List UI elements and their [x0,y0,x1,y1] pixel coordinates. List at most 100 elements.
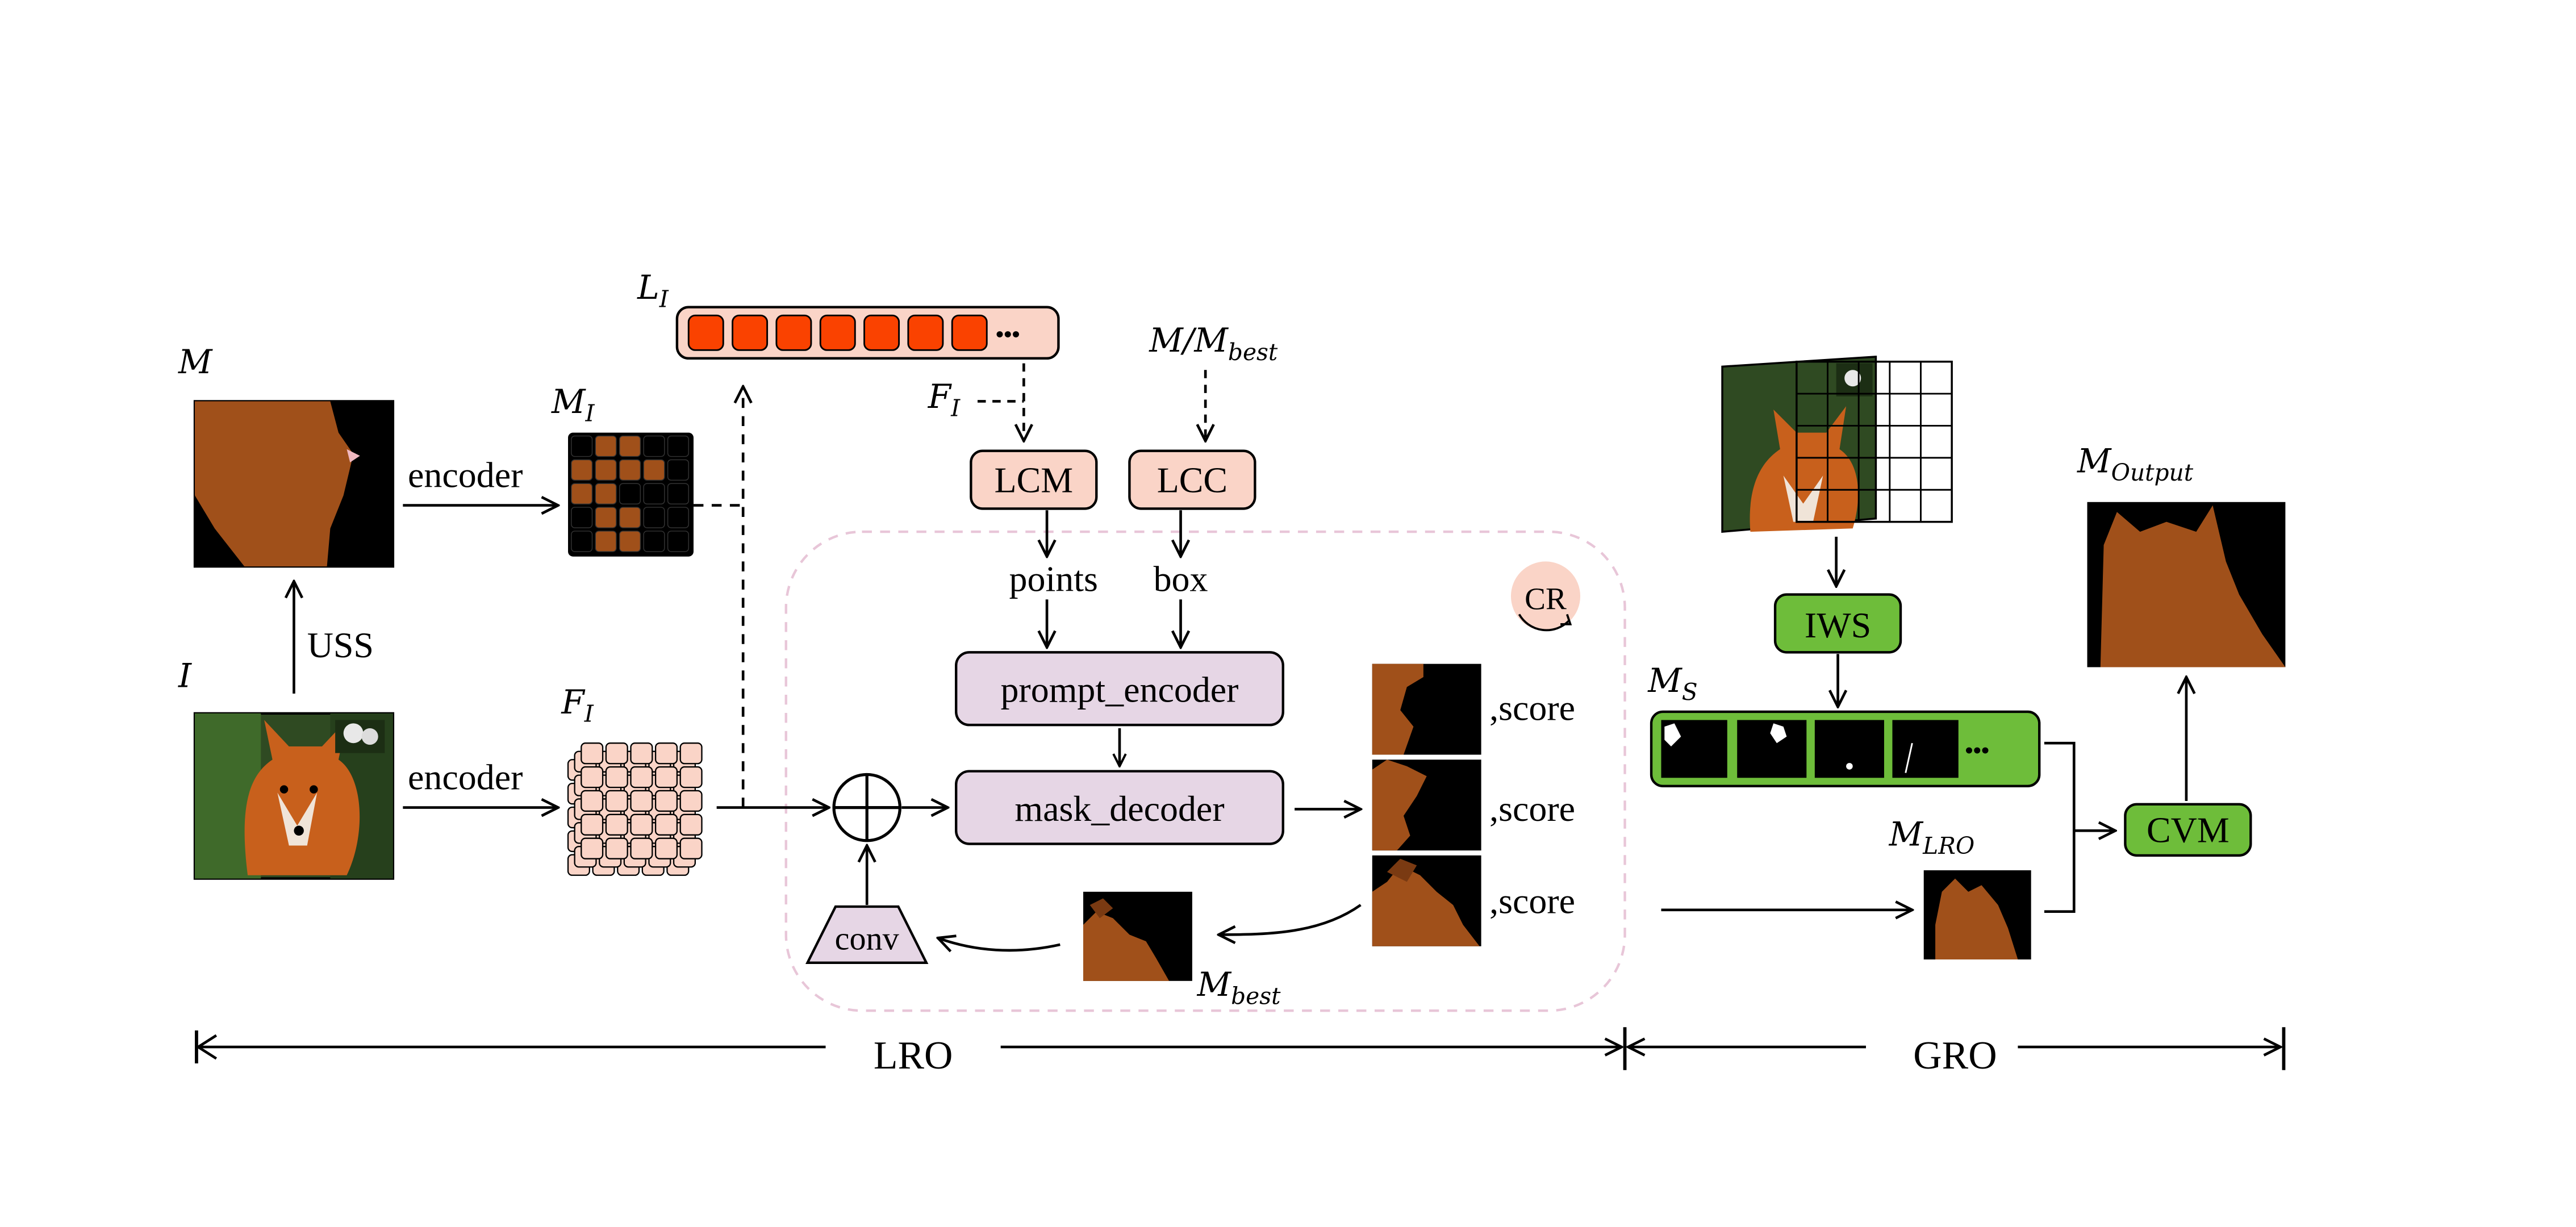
feature-cell [630,742,653,765]
iws-label: IWS [1805,605,1871,645]
mask-m-image [193,400,395,568]
lcc-label: LCC [1157,460,1228,500]
mask-grid-cell [667,531,689,552]
cr-label: CR [1525,582,1567,616]
cvm-label: CVM [2147,810,2230,850]
encoder-label-top: encoder [408,455,523,495]
feature-cell [630,790,653,812]
feature-cell [605,790,628,812]
mask-grid-cell [619,507,641,528]
gro-span-label: GRO [1913,1034,1997,1078]
lro-span-label: LRO [874,1034,953,1078]
label-M: M [178,343,213,381]
feature-cell [630,813,653,836]
mask-grid-cell [667,459,689,481]
lcm-block [970,449,1098,510]
token-cell [863,314,900,351]
mask-grid-cell [619,531,641,552]
score-label-3: ,score [1489,881,1575,921]
lcm-label: LCM [995,460,1074,500]
cr-badge [1510,561,1581,632]
feature-map-stack [567,742,703,876]
mask-decoder-block [955,770,1284,845]
add-operator [832,773,901,842]
sliding-window-grid [1796,360,1953,523]
L_I-dots: ••• [996,322,1020,347]
label-F_I-feature: FI [561,683,594,728]
M_S-dots: ••• [1965,737,1989,763]
best-mask-image [1083,891,1192,981]
feature-cell [679,837,703,859]
label-F_I-top: FI [928,377,961,422]
token-cell [775,314,812,351]
cr-region [784,530,1626,1012]
prompt-encoder-label: prompt_encoder [1000,670,1238,710]
M_S-mask-tiles [1661,720,1959,778]
label-M-Mbest: M/Mbest [1149,321,1278,366]
label-L_I: LI [637,268,669,313]
feature-cell [581,742,604,765]
mask-grid-cell [619,459,641,481]
prompt-encoder-block [955,651,1284,727]
feature-cell [654,813,678,836]
mask-grid-cell [571,435,593,457]
feature-cell [605,837,628,859]
mask-grid-cell [595,531,617,552]
mask-grid-cell [595,459,617,481]
box-label: box [1154,559,1208,599]
feature-cell [679,766,703,788]
mask-grid-cell [643,435,665,457]
token-cell [951,314,988,351]
window-grid-frame [1796,360,1953,523]
conv-block [805,905,929,965]
feature-cell [581,766,604,788]
output-mask-2 [1372,759,1481,851]
M_LRO-mask-image [1923,870,2031,960]
label-M_best: Mbest [1197,965,1281,1010]
mask-grid-cell [571,507,593,528]
feature-cell [605,766,628,788]
score-label-2: ,score [1489,788,1575,829]
mask-grid-cell [619,483,641,504]
lro-span-arrowhead-left [195,1034,218,1060]
mask-grid-cell [643,483,665,504]
mask-grid-cell [595,483,617,504]
mask-grid-cell [643,459,665,481]
feature-cell [654,790,678,812]
conv-label: conv [835,920,900,957]
M_Output-mask-image [2087,502,2286,667]
uss-label: USS [307,625,374,665]
mask-grid-cell [667,507,689,528]
cvm-block [2124,803,2252,857]
feature-cell [581,790,604,812]
input-image-fox [193,712,395,880]
mask-grid-cell [643,507,665,528]
feature-cell [654,766,678,788]
label-M_S: MS [1647,661,1697,706]
label-M_Output: MOutput [2077,441,2194,486]
feature-cell [630,766,653,788]
feature-cell [630,837,653,859]
label-I: I [178,656,192,695]
feature-cell [581,837,604,859]
best-to-conv-curve [938,938,1061,950]
mask-decoder-label: mask_decoder [1014,788,1224,829]
token-cell [819,314,856,351]
mask-grid-cell [667,483,689,504]
masks-to-best-curve [1218,904,1362,934]
windowed-fox-image [1721,356,1877,533]
iws-block [1773,593,1902,654]
feature-cell [605,813,628,836]
encoder-label-bottom: encoder [408,757,523,798]
label-M_I: MI [551,382,595,427]
token-cell [687,314,724,351]
mask-grid-cell [619,435,641,457]
output-mask-3 [1372,855,1481,946]
output-mask-1 [1372,663,1481,755]
L_I-tokens [687,314,988,351]
feature-cell [605,742,628,765]
feature-cell [679,813,703,836]
mask-grid-cell [571,531,593,552]
feature-cell [679,790,703,812]
